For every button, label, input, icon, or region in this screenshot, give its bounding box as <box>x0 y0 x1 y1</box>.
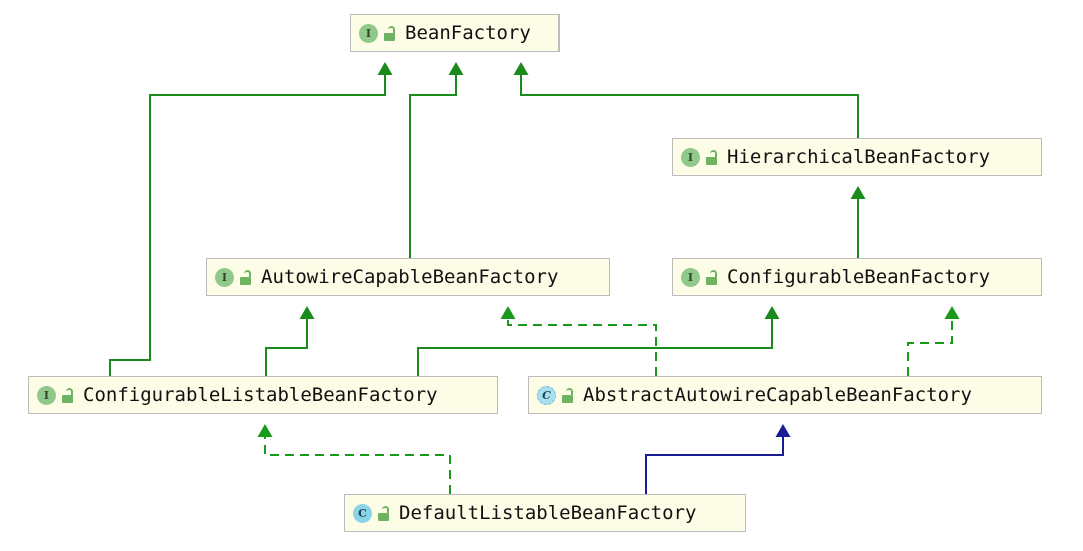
arrowhead-filled-triangle <box>500 306 516 319</box>
node-label: AutowireCapableBeanFactory <box>261 266 559 288</box>
edge-extends <box>645 424 791 494</box>
arrowhead-filled-triangle <box>377 62 393 75</box>
node-label: BeanFactory <box>405 22 531 44</box>
edge-extends-interface <box>417 306 780 376</box>
node-icon-group: I <box>681 267 718 287</box>
interface-icon: I <box>681 267 700 287</box>
node-icon-group: C <box>537 385 574 405</box>
interface-icon: I <box>37 385 56 405</box>
edge-implements <box>500 306 657 376</box>
abstract-class-icon: C <box>537 385 556 405</box>
edge-extends-interface <box>109 62 393 376</box>
node-label: ConfigurableBeanFactory <box>727 266 991 288</box>
edge-extends-interface <box>409 62 464 258</box>
class-node-configurablebeanfactory[interactable]: I ConfigurableBeanFactory <box>672 258 1042 296</box>
class-node-abstractautowirecapablebeanfactory[interactable]: C AbstractAutowireCapableBeanFactory <box>528 376 1042 414</box>
arrowhead-filled-triangle <box>764 306 780 319</box>
edge-extends-interface <box>513 62 859 138</box>
arrowhead-filled-triangle <box>775 424 791 437</box>
node-label: ConfigurableListableBeanFactory <box>83 384 438 406</box>
node-label: HierarchicalBeanFactory <box>727 146 991 168</box>
unlocked-icon <box>561 387 574 403</box>
unlocked-icon <box>239 269 252 285</box>
class-icon: C <box>353 503 372 523</box>
interface-icon: I <box>359 23 378 43</box>
unlocked-icon <box>705 269 718 285</box>
node-icon-group: I <box>681 147 718 167</box>
node-icon-group: I <box>215 267 252 287</box>
arrowhead-filled-triangle <box>850 186 866 199</box>
unlocked-icon <box>705 149 718 165</box>
arrowhead-filled-triangle <box>944 306 960 319</box>
arrowhead-filled-triangle <box>448 62 464 75</box>
arrowhead-filled-triangle <box>257 424 273 437</box>
edge-extends-interface <box>850 186 866 258</box>
class-node-autowirecapablebeanfactory[interactable]: I AutowireCapableBeanFactory <box>206 258 610 296</box>
unlocked-icon <box>383 25 396 41</box>
interface-icon: I <box>681 147 700 167</box>
node-icon-group: I <box>359 23 396 43</box>
arrowhead-filled-triangle <box>513 62 529 75</box>
node-label: AbstractAutowireCapableBeanFactory <box>583 384 972 406</box>
node-icon-group: I <box>37 385 74 405</box>
class-node-hierarchicalbeanfactory[interactable]: I HierarchicalBeanFactory <box>672 138 1042 176</box>
class-node-defaultlistablebeanfactory[interactable]: C DefaultListableBeanFactory <box>344 494 746 532</box>
unlocked-icon <box>61 387 74 403</box>
unlocked-icon <box>377 505 390 521</box>
node-icon-group: C <box>353 503 390 523</box>
interface-icon: I <box>215 267 234 287</box>
edge-implements <box>257 424 451 494</box>
node-label: DefaultListableBeanFactory <box>399 502 697 524</box>
class-node-configurablelistablebeanfactory[interactable]: I ConfigurableListableBeanFactory <box>28 376 498 414</box>
arrowhead-filled-triangle <box>299 306 315 319</box>
edge-implements <box>907 306 960 376</box>
edge-extends-interface <box>265 306 315 376</box>
class-node-beanfactory[interactable]: I BeanFactory <box>350 14 560 52</box>
